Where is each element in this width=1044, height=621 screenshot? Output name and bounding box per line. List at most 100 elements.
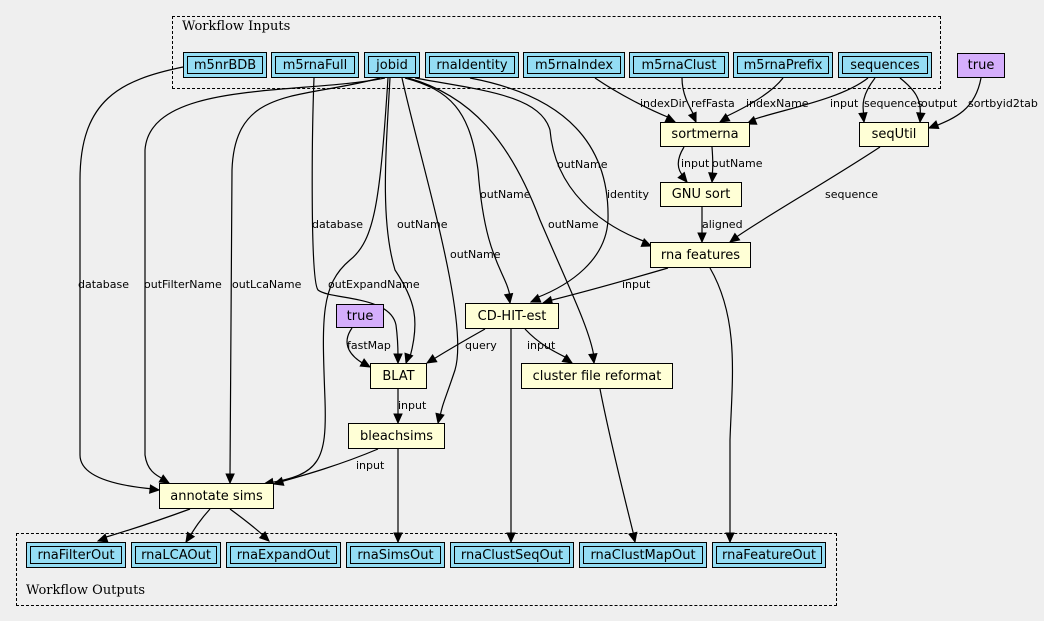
output-node-rnaClustMapOut[interactable]: rnaClustMapOut — [579, 542, 707, 568]
node-label: rna features — [660, 247, 741, 263]
step-node-rna-features[interactable]: rna features — [650, 242, 751, 268]
edge-label: refFasta — [691, 97, 735, 110]
arrowhead-icon — [149, 484, 161, 494]
edge-line — [469, 77, 609, 303]
node-label: m5rnaIndex — [534, 57, 614, 73]
node-label: m5nrBDB — [193, 57, 257, 73]
step-node-sortmerna[interactable]: sortmerna — [660, 122, 750, 147]
edge-label: input — [830, 97, 859, 110]
edge-line — [414, 77, 652, 247]
node-label: rnaExpandOut — [236, 547, 331, 563]
input-node-rnaIdentity[interactable]: rnaIdentity — [425, 52, 519, 78]
workflow-inputs-label: Workflow Inputs — [182, 19, 291, 34]
edge-label: outName — [557, 158, 608, 171]
input-node-sequences[interactable]: sequences — [838, 52, 932, 78]
edge-label: indexDir — [640, 97, 687, 110]
arrowhead-icon — [588, 353, 598, 365]
node-label: sequences — [850, 57, 920, 73]
edge-label: indexName — [746, 97, 809, 110]
step-node-bleachsims[interactable]: bleachsims — [348, 423, 445, 449]
output-node-rnaExpandOut[interactable]: rnaExpandOut — [226, 542, 341, 568]
node-label: rnaClustMapOut — [590, 547, 696, 563]
output-node-rnaSimsOut[interactable]: rnaSimsOut — [346, 542, 445, 568]
arrowhead-icon — [664, 113, 677, 123]
step-node-gnu-sort[interactable]: GNU sort — [660, 182, 742, 207]
node-label: true — [967, 58, 995, 73]
edge-jobid-blat-1: outName — [384, 77, 448, 365]
arrowhead-icon — [628, 531, 638, 544]
default-node-true-fastmap[interactable]: true — [336, 304, 384, 328]
edge-line — [263, 77, 389, 485]
step-node-cluster-file-reformat[interactable]: cluster file reformat — [521, 363, 673, 389]
node-label: cluster file reformat — [532, 368, 662, 384]
arrowhead-icon — [393, 532, 403, 544]
arrowhead-icon — [225, 473, 235, 485]
arrowhead-icon — [916, 112, 926, 124]
edge-line — [404, 77, 511, 303]
edge-line — [407, 77, 595, 363]
arrowhead-icon — [404, 352, 414, 365]
edge-sequences-seqUtil-2: output — [899, 77, 958, 124]
workflow-inputs-cluster — [172, 16, 941, 89]
edge-jobid-annotatesims-1: outFilterName — [144, 77, 386, 484]
edge-seqUtil-rnafeatures: sequence — [729, 146, 881, 243]
edge-line — [144, 77, 386, 484]
edge-label: outLcaName — [232, 278, 302, 291]
edge-label: outName — [480, 188, 531, 201]
edge-label: query — [465, 339, 497, 352]
arrowhead-icon — [561, 353, 574, 364]
edge-sortmerna-gnusort-1: input — [677, 146, 710, 183]
edge-label: input — [681, 157, 710, 170]
input-node-m5rnaClust[interactable]: m5rnaClust — [629, 52, 729, 78]
node-label: BLAT — [382, 368, 415, 384]
node-label: m5rnaPrefix — [743, 57, 823, 73]
edge-m5rnaPrefix-sortmerna: indexName — [718, 77, 809, 123]
edge-line — [229, 77, 381, 483]
edge-blat-bleachsims: input — [393, 389, 427, 425]
edge-jobid-bleachsims: outName — [401, 77, 501, 425]
edge-sortmerna-gnusort-2: outName — [708, 146, 763, 184]
default-node-true-sortbyid[interactable]: true — [957, 53, 1005, 78]
node-label: seqUtil — [871, 127, 917, 142]
workflow-outputs-label: Workflow Outputs — [26, 583, 145, 598]
node-label: true — [346, 308, 374, 324]
node-label: rnaIdentity — [436, 57, 508, 73]
arrowhead-icon — [708, 172, 718, 184]
input-node-m5rnaFull[interactable]: m5rnaFull — [271, 52, 359, 78]
output-node-rnaFeatureOut[interactable]: rnaFeatureOut — [712, 542, 826, 568]
edge-annotatesims-rnaLCAOut — [185, 508, 211, 544]
edge-label: database — [312, 218, 363, 231]
output-node-rnaClustSeqOut[interactable]: rnaClustSeqOut — [450, 542, 574, 568]
arrowhead-icon — [185, 531, 196, 544]
edge-rnafeatures-cdhit: input — [541, 267, 669, 306]
edge-m5nrBDB-annotatesims: database — [78, 66, 184, 494]
edge-label: identity — [607, 188, 649, 201]
input-node-m5nrBDB[interactable]: m5nrBDB — [183, 52, 267, 78]
edge-m5rnaIndex-sortmerna: indexDir — [594, 77, 687, 123]
node-label: rnaClustSeqOut — [460, 547, 564, 563]
output-node-rnaFilterOut[interactable]: rnaFilterOut — [26, 542, 126, 568]
step-node-annotate-sims[interactable]: annotate sims — [159, 483, 274, 509]
edge-bleachsims-annotatesims: input — [272, 448, 385, 486]
output-node-rnaLCAOut[interactable]: rnaLCAOut — [131, 542, 221, 568]
input-node-jobid[interactable]: jobid — [364, 52, 420, 78]
edge-label: outName — [548, 218, 599, 231]
edge-label: fastMap — [347, 339, 391, 352]
edge-label: sequences — [864, 97, 923, 110]
step-node-blat[interactable]: BLAT — [370, 363, 427, 389]
node-label: m5rnaFull — [282, 57, 348, 73]
step-node-cd-hit-est[interactable]: CD-HIT-est — [465, 303, 559, 329]
edge-cdhit-blat: query — [425, 328, 497, 364]
input-node-m5rnaIndex[interactable]: m5rnaIndex — [523, 52, 625, 78]
edge-label: output — [921, 97, 958, 110]
edge-label: database — [78, 278, 129, 291]
edge-jobid-annotatesims-2: outLcaName — [225, 77, 381, 485]
edge-line — [97, 508, 191, 542]
edge-true-seqUtil: sortbyid2tab — [927, 77, 1038, 130]
input-node-m5rnaPrefix[interactable]: m5rnaPrefix — [733, 52, 833, 78]
edge-clusterreformat-rnaClustMapOut — [599, 388, 638, 544]
edge-line — [401, 77, 459, 424]
step-node-seqUtil[interactable]: seqUtil — [859, 122, 929, 147]
edge-m5rnaFull-blat: database — [311, 77, 403, 365]
